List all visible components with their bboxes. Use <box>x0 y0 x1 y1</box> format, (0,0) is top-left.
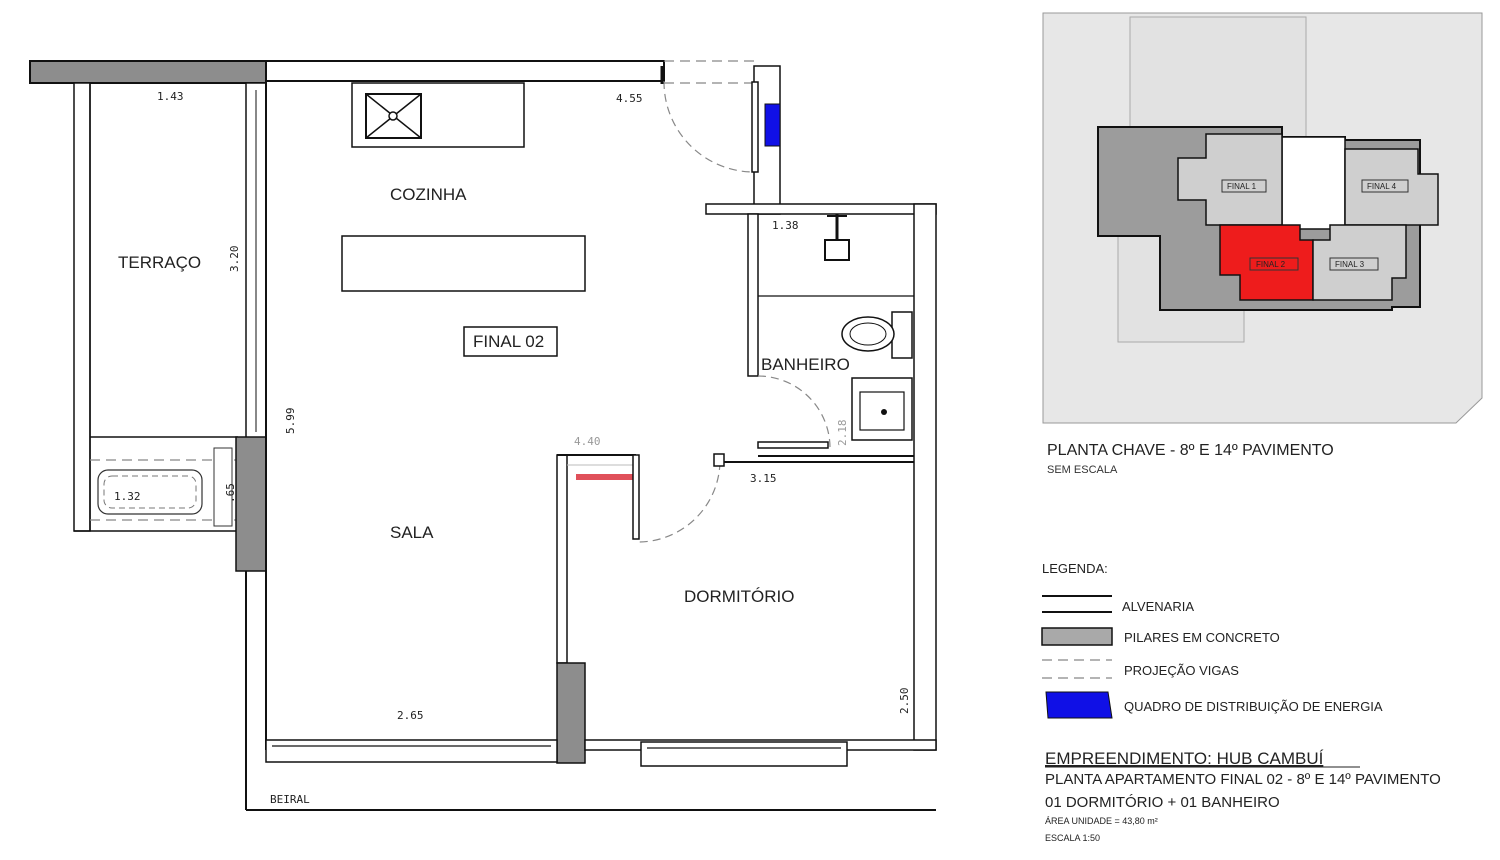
legend-pilares-swatch <box>1041 627 1113 646</box>
legend-vigas-label: PROJEÇÃO VIGAS <box>1124 663 1239 678</box>
energy-panel <box>764 103 781 147</box>
dorm-red-mark <box>576 474 636 480</box>
dim-terrace-lower-h: .65 <box>224 483 237 503</box>
unit-tag-box <box>463 326 558 357</box>
dim-kitchen-width: 4.55 <box>616 92 643 105</box>
project-plan-line: PLANTA APARTAMENTO FINAL 02 - 8º E 14º P… <box>1045 771 1441 788</box>
bath-right-wall <box>913 203 937 751</box>
basin-drain <box>881 409 887 415</box>
top-concrete-beam <box>29 60 267 84</box>
pillar-dorm <box>556 662 586 764</box>
key-plan-lot-top <box>1129 16 1307 138</box>
project-scale: ESCALA 1:50 <box>1045 833 1100 843</box>
key-plan-final3 <box>1312 224 1407 301</box>
bath-door-swing <box>757 375 831 449</box>
dim-dorm-top: 4.40 <box>574 435 601 448</box>
bath-door-leaf <box>757 441 829 449</box>
dim-terraco-width: 1.43 <box>157 90 184 103</box>
key-plan-final2-label: FINAL 2 <box>1256 260 1286 269</box>
key-plan-core <box>1281 136 1346 230</box>
pillar-left <box>235 436 267 572</box>
room-label-dormitorio: DORMITÓRIO <box>684 587 795 606</box>
legend-quadro-label: QUADRO DE DISTRIBUIÇÃO DE ENERGIA <box>1124 699 1383 714</box>
ac-unit-inner <box>103 475 197 509</box>
dim-terraco-height: 3.20 <box>228 246 241 273</box>
dim-bath-width: 1.38 <box>772 219 799 232</box>
terrace-outer <box>73 82 91 532</box>
ac-unit <box>97 469 203 515</box>
dorm-window-frame <box>640 741 848 767</box>
project-title: EMPREENDIMENTO: HUB CAMBUÍ <box>1045 749 1324 768</box>
dim-sala-width: 2.65 <box>397 709 424 722</box>
toilet-seat <box>849 322 887 346</box>
dim-dorm-width: 3.15 <box>750 472 777 485</box>
dim-dorm-height: 2.50 <box>898 688 911 715</box>
dim-terrace-lower: 1.32 <box>114 490 141 503</box>
key-plan-final3-label: FINAL 3 <box>1335 260 1365 269</box>
key-plan: FINAL 1 FINAL 4 FINAL 2 FINAL 3 PLANTA C… <box>1042 12 1483 476</box>
project-info: EMPREENDIMENTO: HUB CAMBUÍ PLANTA APARTA… <box>1045 749 1441 843</box>
dim-bath-door: 2.18 <box>836 420 849 447</box>
legend-quadro-swatch <box>1045 691 1113 719</box>
key-plan-subtitle: SEM ESCALA <box>1047 464 1118 476</box>
room-label-banheiro: BANHEIRO <box>761 355 850 374</box>
beiral-label: BEIRAL <box>270 793 310 806</box>
dorm-left-wall <box>556 454 568 664</box>
room-label-terraco: TERRAÇO <box>118 253 201 272</box>
bath-left-wall <box>747 213 759 377</box>
unit-tag-label: FINAL 02 <box>473 332 544 351</box>
key-plan-final1-label: FINAL 1 <box>1227 182 1257 191</box>
shower-head <box>824 239 850 261</box>
entry-door-leaf <box>751 81 759 173</box>
key-plan-final3-tag <box>1329 257 1379 271</box>
toilet-tank <box>891 311 913 359</box>
dorm-door-jamb <box>713 453 725 467</box>
project-rooms-line: 01 DORMITÓRIO + 01 BANHEIRO <box>1045 794 1280 811</box>
kitchen-island <box>341 235 586 292</box>
kitchen-top-wall <box>265 60 665 82</box>
key-plan-final4-label: FINAL 4 <box>1367 182 1397 191</box>
room-label-sala: SALA <box>390 523 434 542</box>
key-plan-final2-tag <box>1249 257 1299 271</box>
project-area: ÁREA UNIDADE = 43,80 m² <box>1045 816 1158 826</box>
legend-alvenaria-label: ALVENARIA <box>1122 599 1194 614</box>
sala-window <box>265 739 558 763</box>
key-plan-title: PLANTA CHAVE - 8º E 14º PAVIMENTO <box>1047 442 1334 459</box>
legend: LEGENDA: ALVENARIA PILARES EM CONCRETO P… <box>1041 561 1383 719</box>
dorm-door-swing <box>637 461 721 543</box>
key-plan-final1-tag <box>1221 179 1267 193</box>
bath-top-wall <box>705 203 937 215</box>
ac-unit-side <box>213 447 233 527</box>
room-label-cozinha: COZINHA <box>390 185 467 204</box>
key-plan-final4-tag <box>1361 179 1409 193</box>
dorm-door-leaf <box>632 454 640 540</box>
floor-plan: TERRAÇO COZINHA SALA BANHEIRO DORMITÓRIO… <box>29 60 937 811</box>
dim-sala-depth: 5.99 <box>284 408 297 435</box>
legend-title: LEGENDA: <box>1042 561 1108 576</box>
legend-pilares-label: PILARES EM CONCRETO <box>1124 630 1280 645</box>
entry-door-swing <box>663 80 755 173</box>
sink-drain <box>388 111 398 121</box>
